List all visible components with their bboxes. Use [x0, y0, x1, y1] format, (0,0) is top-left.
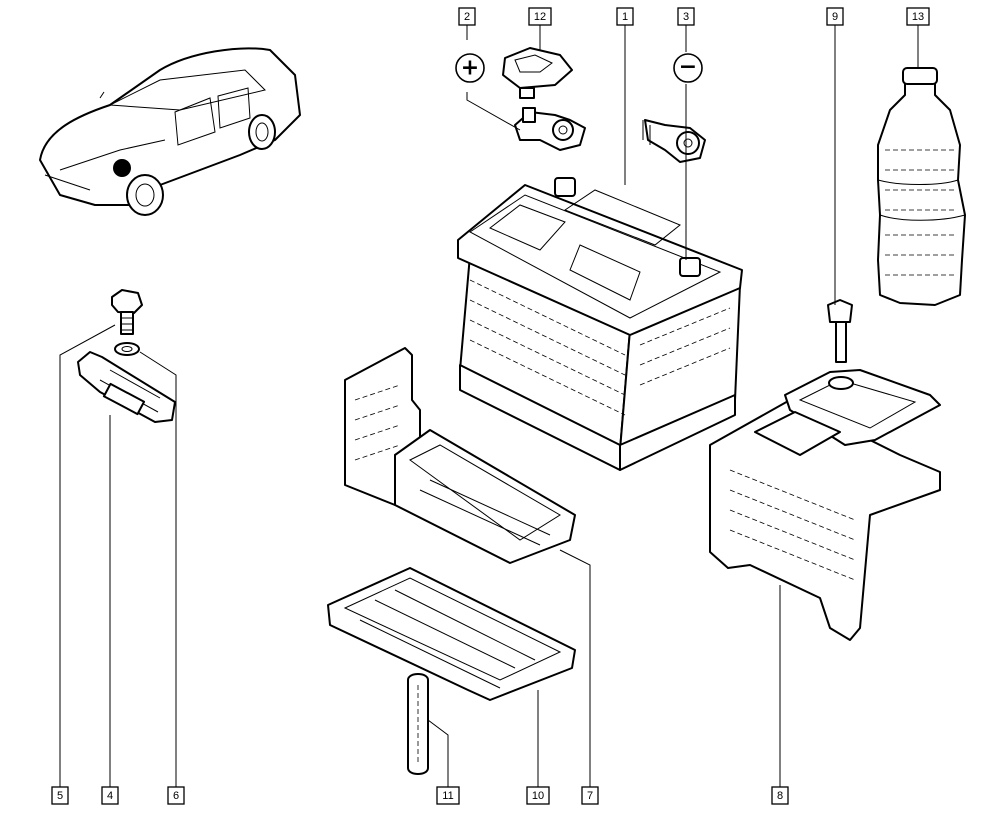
callout-label: 13 [912, 11, 924, 23]
callout-1: 1 [616, 7, 634, 26]
callout-12: 12 [528, 7, 552, 26]
callout-6: 6 [167, 786, 185, 805]
callout-label: 12 [534, 11, 546, 23]
callout-10: 10 [526, 786, 550, 805]
callout-label: 11 [442, 790, 453, 802]
callout-label: 3 [683, 11, 689, 23]
car-illustration-icon [39, 47, 301, 216]
positive-terminal-icon [514, 107, 586, 151]
callout-8: 8 [771, 786, 789, 805]
callout-5: 5 [51, 786, 69, 805]
callout-2: 2 [458, 7, 476, 26]
clamp-icon [77, 351, 176, 423]
leader-lines [59, 25, 919, 787]
washer-icon [114, 342, 140, 356]
callout-label: 10 [532, 790, 544, 802]
terminal-cover-icon [502, 47, 573, 99]
battery-cover-icon [709, 369, 941, 641]
positive-symbol: + [455, 53, 485, 83]
positive-symbol-text: + [461, 56, 479, 81]
battery-icon [457, 177, 743, 471]
callout-label: 9 [832, 11, 838, 23]
negative-terminal-icon [642, 119, 706, 163]
battery-tray-icon [344, 347, 576, 564]
callout-label: 6 [173, 790, 179, 802]
cover-screw-icon [827, 299, 854, 390]
callout-label: 4 [107, 790, 113, 802]
callout-9: 9 [826, 7, 844, 26]
callout-label: 7 [587, 790, 593, 802]
callout-4: 4 [101, 786, 119, 805]
callout-3: 3 [677, 7, 695, 26]
callout-label: 5 [57, 790, 63, 802]
callout-13: 13 [906, 7, 930, 26]
callout-label: 1 [622, 11, 628, 23]
fluid-bottle-icon [877, 67, 966, 306]
negative-symbol-text: − [679, 55, 697, 80]
callout-11: 11 [436, 786, 460, 805]
callout-7: 7 [581, 786, 599, 805]
callout-label: 8 [777, 790, 783, 802]
negative-symbol: − [673, 53, 703, 83]
drain-tube-icon [407, 673, 429, 775]
tray-base-icon [327, 567, 576, 701]
callout-label: 2 [464, 11, 470, 23]
bolt-icon [111, 289, 143, 335]
